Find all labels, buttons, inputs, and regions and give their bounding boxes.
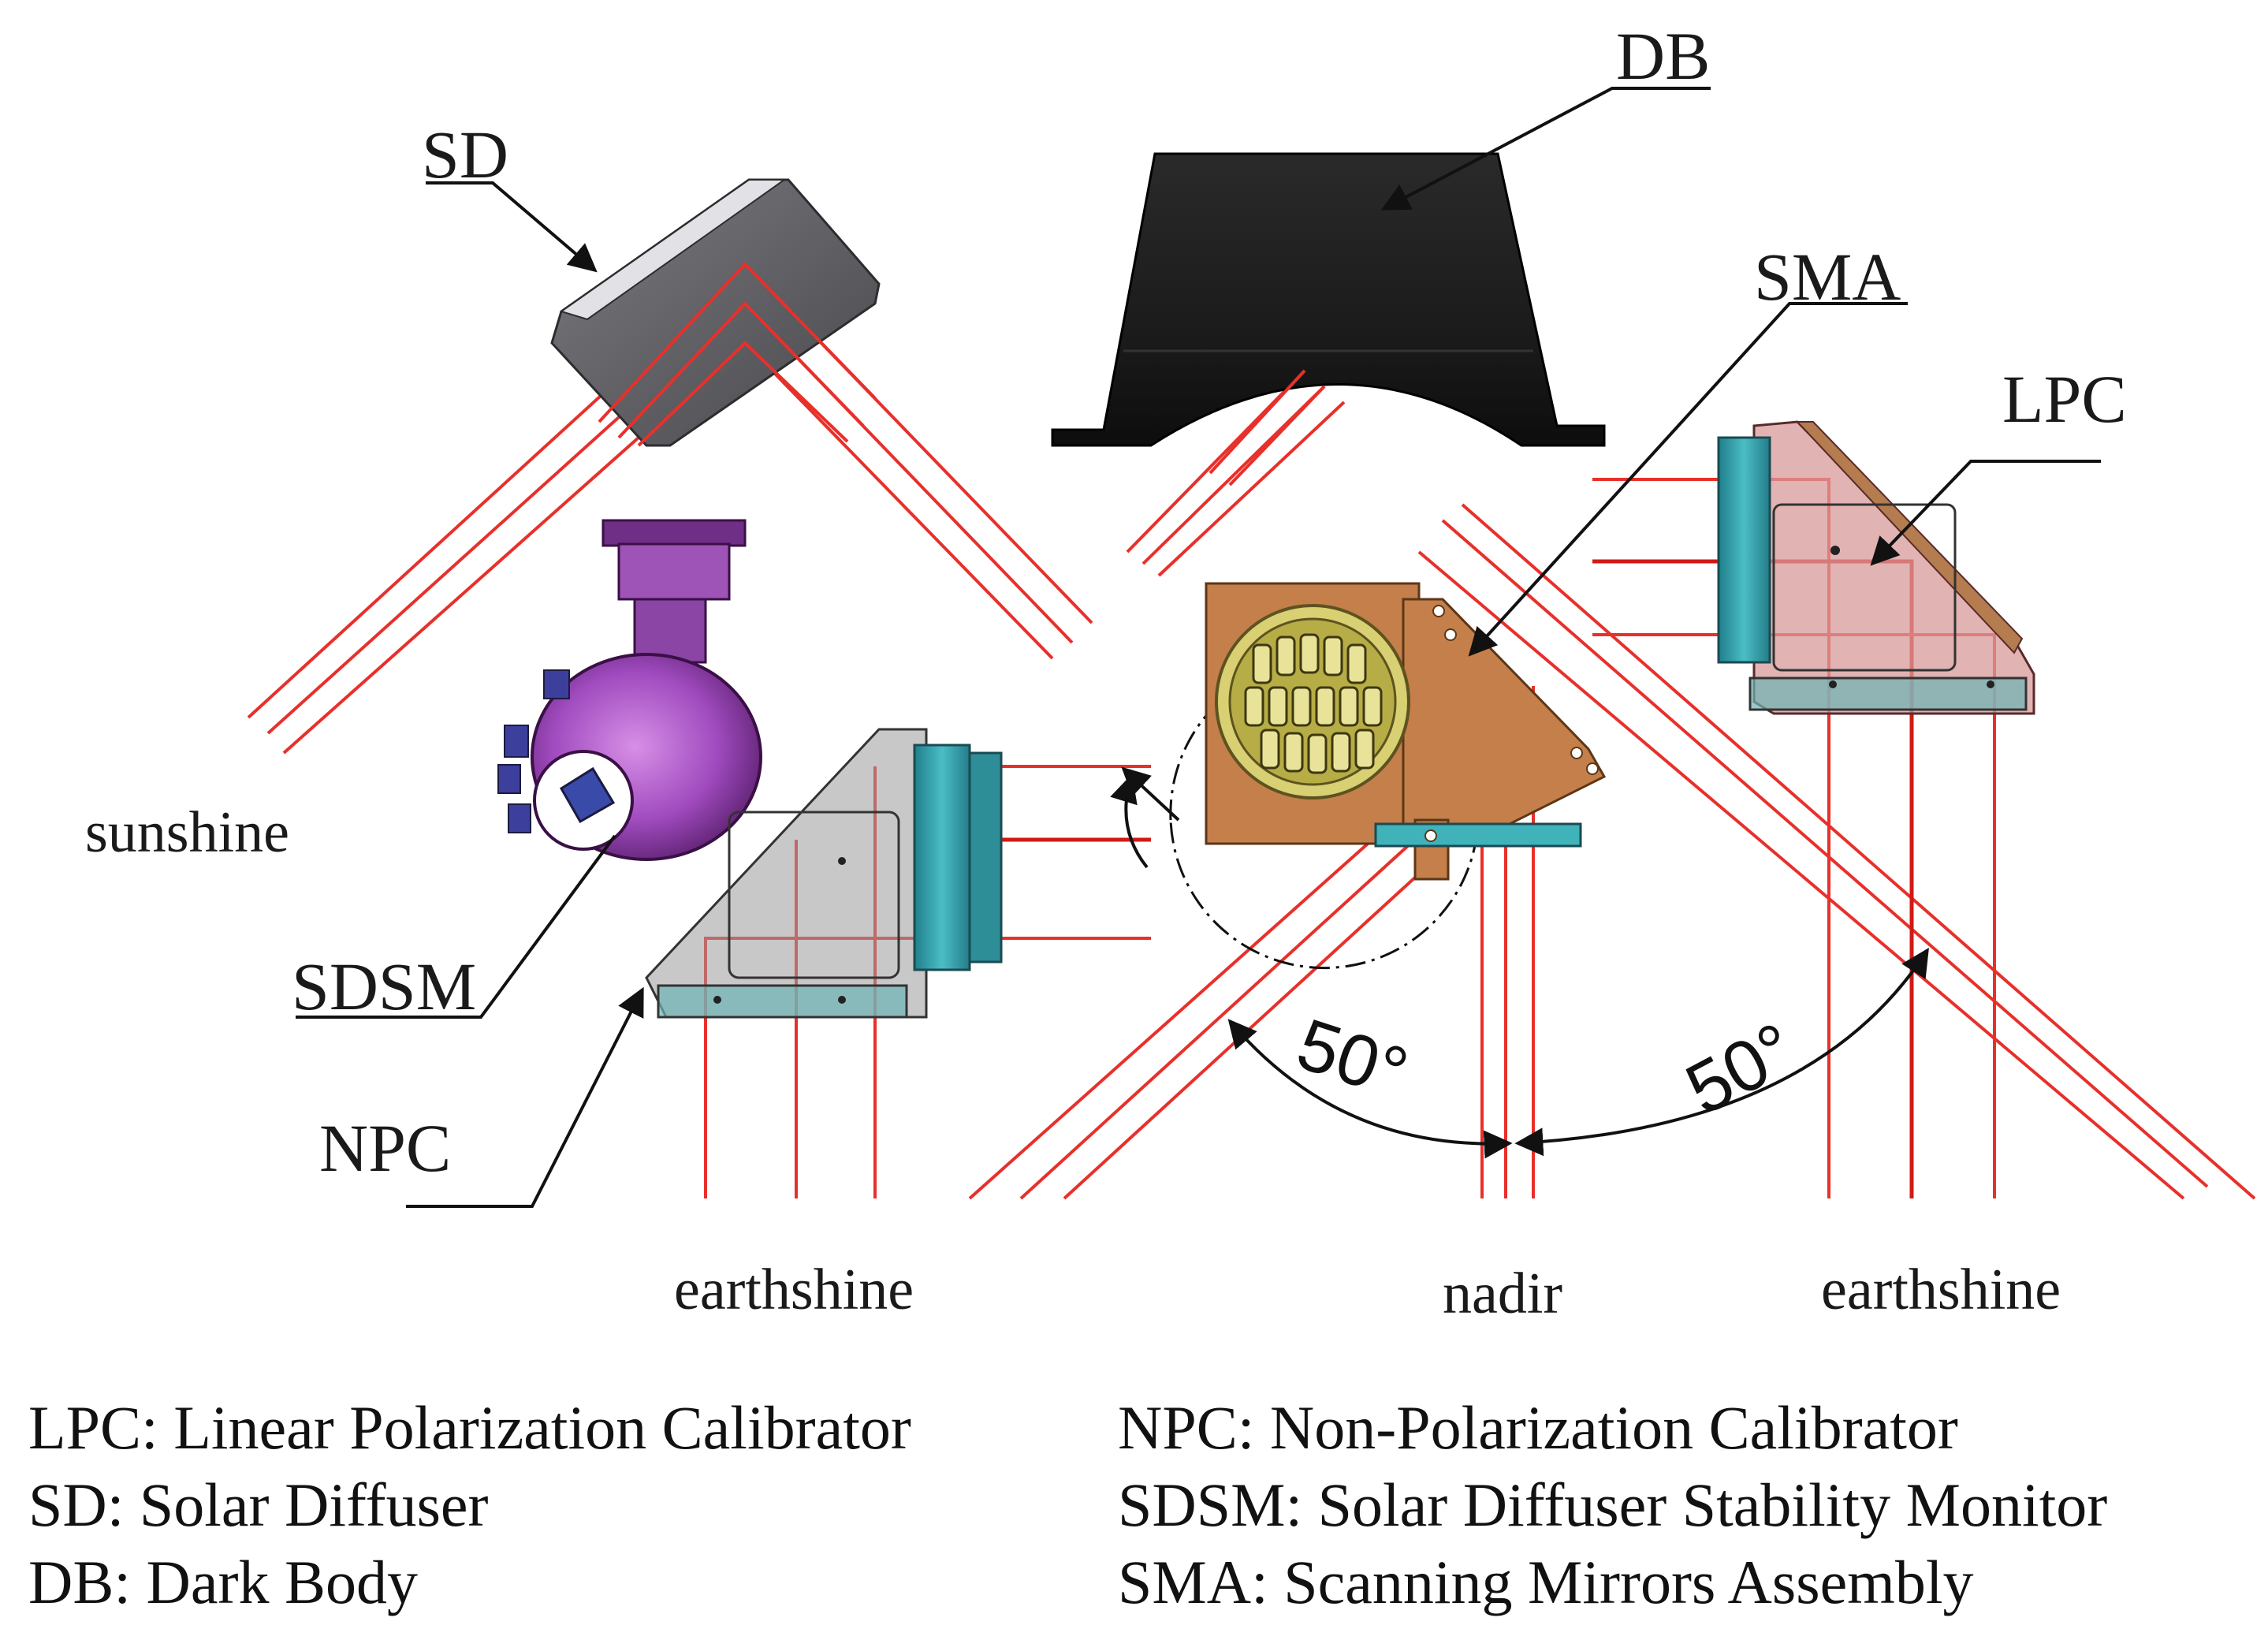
label-nadir: nadir (1443, 1262, 1562, 1326)
label-angle-right: 50° (1674, 1008, 1808, 1130)
dark-body (1051, 152, 1606, 486)
label-sdsm: SDSM (292, 949, 476, 1024)
label-earthshine-left: earthshine (674, 1258, 914, 1322)
label-sd: SD (422, 117, 508, 192)
legend-right: NPC: Non-Polarization Calibrator SDSM: S… (1118, 1389, 2107, 1621)
right-earthshine-rays (1417, 503, 2256, 1200)
legend-item-sma: SMA: Scanning Mirrors Assembly (1118, 1548, 1974, 1616)
sdsm (497, 519, 762, 861)
label-earthshine-right: earthshine (1821, 1258, 2061, 1322)
label-angle-left: 50° (1288, 1004, 1417, 1114)
npc (645, 728, 1003, 1019)
label-sunshine: sunshine (85, 800, 289, 865)
legend-item-sdsm: SDSM: Solar Diffuser Stability Monitor (1118, 1470, 2108, 1539)
legend-left: LPC: Linear Polarization Calibrator SD: … (28, 1389, 911, 1621)
legend-item-lpc: LPC: Linear Polarization Calibrator (28, 1393, 911, 1462)
solar-diffuser (550, 178, 881, 447)
label-db: DB (1616, 18, 1710, 94)
legend-item-db: DB: Dark Body (28, 1548, 418, 1616)
legend-item-npc: NPC: Non-Polarization Calibrator (1118, 1393, 1958, 1462)
label-lpc: LPC (2002, 361, 2127, 437)
label-sma: SMA (1754, 239, 1901, 315)
leader-lines (296, 87, 2101, 1208)
scanning-mirror-assembly (1121, 582, 1607, 970)
lpc (1717, 420, 2035, 715)
left-earthshine-rays (968, 811, 1436, 1200)
label-npc: NPC (319, 1110, 451, 1186)
legend-item-sd: SD: Solar Diffuser (28, 1470, 489, 1539)
angle-arcs (1110, 773, 1929, 1159)
